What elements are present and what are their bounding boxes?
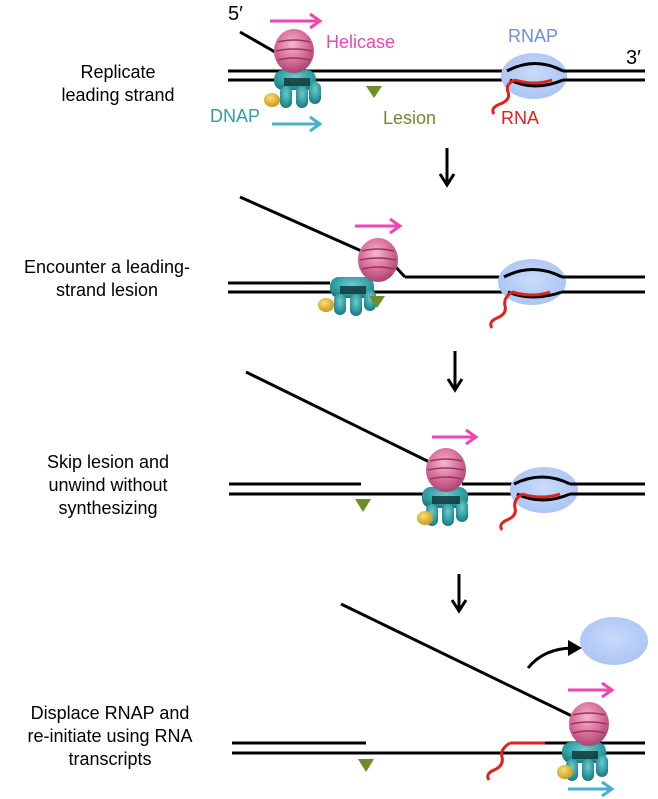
primer-icon (417, 511, 433, 525)
helicase-icon (426, 448, 466, 492)
template-strand-displaced (239, 195, 367, 255)
rnap-icon (501, 53, 567, 99)
template-strand-displaced (340, 602, 577, 720)
helicase-icon (274, 29, 314, 73)
rna-transcript (489, 290, 551, 329)
lesion-label: Lesion (383, 108, 436, 128)
helicase-direction-arrow-icon (568, 681, 615, 699)
lesion-icon (366, 86, 382, 98)
rna-label: RNA (501, 108, 539, 128)
helicase-direction-arrow-icon (432, 428, 479, 446)
step-4-line-3: transcripts (68, 749, 152, 769)
panel-3-skip-lesion (229, 370, 645, 531)
three-prime-label: 3′ (626, 47, 641, 69)
five-prime-label: 5′ (228, 3, 243, 25)
template-strand-displaced (245, 370, 463, 480)
step-3-label: Skip lesion and unwind without synthesiz… (16, 451, 200, 520)
primer-icon (318, 298, 334, 312)
displacement-arrow-icon (526, 640, 582, 669)
displaced-rnap-icon (580, 617, 648, 665)
lesion-icon (355, 499, 371, 512)
lesion-icon (369, 296, 385, 308)
rnap-label: RNAP (508, 26, 558, 46)
step-4-line-1: Displace RNAP and (30, 703, 190, 723)
dnap-icon (422, 487, 468, 526)
dnap-direction-arrow-icon (568, 780, 615, 798)
lesion-icon (358, 759, 374, 772)
rna-transcript (486, 741, 545, 781)
dnap-icon (274, 70, 321, 108)
dnap-label: DNAP (210, 106, 260, 126)
step-arrow-icon (450, 574, 468, 614)
rnap-icon (510, 467, 578, 513)
step-4-label: Displace RNAP and re-initiate using RNA … (0, 702, 220, 771)
dnap-icon (330, 277, 376, 316)
step-3-line-1: Skip lesion and (46, 452, 170, 472)
helicase-direction-arrow-icon (270, 12, 323, 30)
step-1-line-1: Replicate (80, 62, 156, 82)
step-arrow-icon (438, 148, 456, 188)
helicase-icon (569, 702, 609, 746)
panel-4-displace-rnap (232, 602, 648, 798)
step-4-line-2: re-initiate using RNA (27, 726, 193, 746)
rna-transcript (499, 492, 561, 531)
step-1-label: Replicate leading strand (36, 61, 200, 107)
step-3-line-2: unwind without (48, 475, 168, 495)
transcription-bubble (506, 62, 564, 73)
step-2-line-2: strand lesion (55, 280, 159, 300)
panel-1-replicate: 5′ 3′ Helicase RNAP DNAP Lesion RNA (210, 3, 645, 133)
primer-icon (264, 93, 280, 107)
step-2-line-1: Encounter a leading- (23, 257, 191, 277)
helicase-direction-arrow-icon (355, 217, 403, 235)
primer-icon (557, 765, 573, 779)
step-arrow-icon (446, 351, 464, 393)
rna-transcript (491, 78, 553, 115)
dnap-direction-arrow-icon (272, 115, 323, 133)
step-3-line-3: synthesizing (58, 498, 158, 518)
helicase-icon (358, 238, 398, 282)
panel-2-encounter-lesion (228, 195, 645, 329)
step-1-line-2: leading strand (61, 85, 175, 105)
step-2-label: Encounter a leading- strand lesion (0, 256, 214, 302)
helicase-label: Helicase (326, 32, 395, 52)
